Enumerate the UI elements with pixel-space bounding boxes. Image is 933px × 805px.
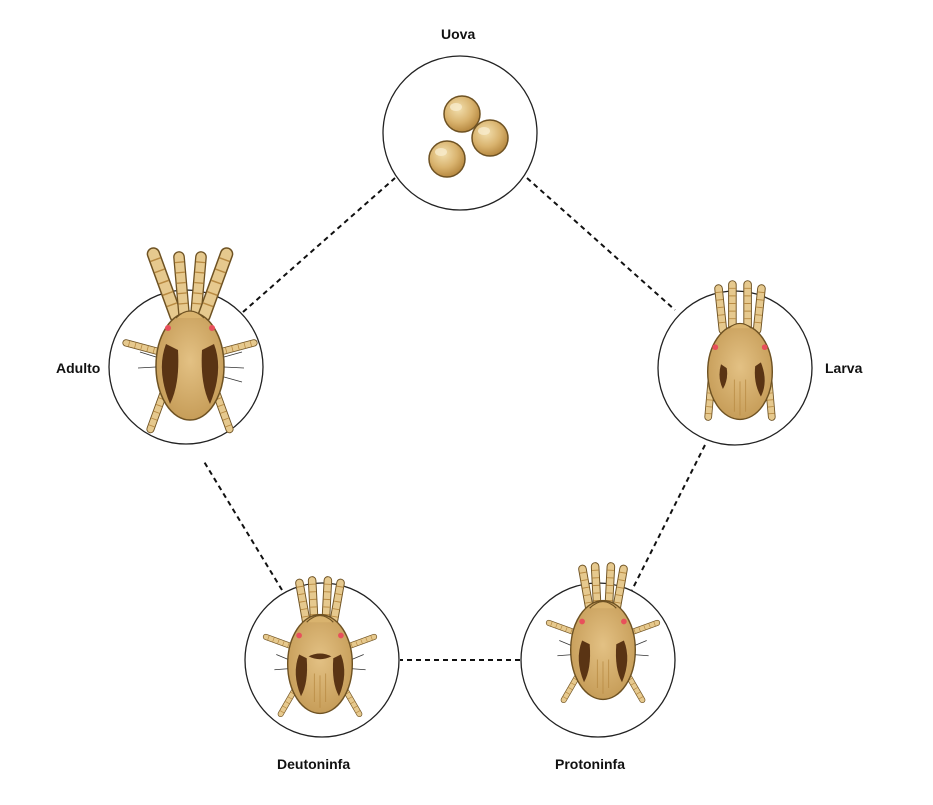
connector-larva-protonymph	[631, 444, 706, 591]
connector-adult-eggs	[242, 177, 396, 313]
label-deutonymph: Deutoninfa	[277, 756, 351, 772]
deutonymph-illustration	[265, 580, 375, 715]
eggs-illustration	[428, 95, 509, 178]
stage-eggs-circle	[382, 55, 538, 211]
label-protonymph: Protoninfa	[555, 756, 625, 772]
stage-larva	[657, 285, 813, 446]
connector-deutonymph-adult	[202, 459, 283, 591]
stage-eggs	[382, 55, 538, 211]
stage-adult	[108, 252, 264, 445]
larva-illustration	[705, 285, 775, 420]
connector-eggs-larva	[526, 177, 676, 311]
adult-illustration	[125, 252, 254, 430]
label-larva: Larva	[825, 360, 863, 376]
stage-protonymph	[520, 566, 676, 738]
stage-deutonymph	[244, 580, 400, 738]
label-eggs: Uova	[441, 26, 476, 42]
label-adult: Adulto	[56, 360, 101, 376]
cycle-connectors	[202, 177, 706, 661]
